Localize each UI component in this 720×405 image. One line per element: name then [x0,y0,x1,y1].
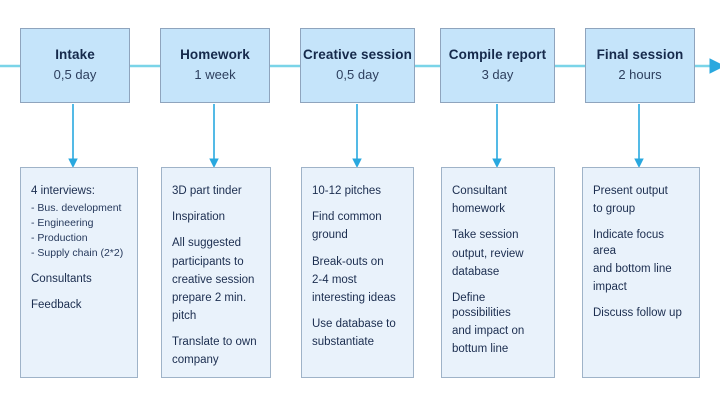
detail-line: 2-4 most [312,273,357,286]
detail-sub-line: - Bus. development [31,202,122,215]
detail-group: Present output to group [593,184,689,217]
detail-sub-line: - Supply chain (2*2) [31,246,124,259]
detail-group: Translate to own company [172,335,260,368]
detail-line: Consultants [31,272,92,285]
phase-duration: 3 day [481,66,514,82]
detail-line: pitch [172,310,197,323]
detail-line: 4 interviews: [31,185,95,197]
detail-line: Consultant [452,185,507,197]
detail-line: output, review [452,247,524,260]
detail-line: Present output [593,185,668,197]
detail-line: and bottom line [593,262,672,275]
detail-group: Find common ground [312,210,403,243]
detail-line: prepare 2 min. [172,291,247,304]
phase-box-4[interactable]: Compile report 3 day [440,28,555,103]
detail-line: ground [312,229,348,242]
detail-line: database [452,265,500,278]
detail-group: Inspiration [172,210,260,225]
phase-box-5[interactable]: Final session 2 hours [585,28,695,103]
detail-line: 3D part tinder [172,185,242,197]
phase-duration: 1 week [194,66,236,82]
phase-box-2[interactable]: Homework 1 week [160,28,270,103]
detail-line: interesting ideas [312,291,396,304]
detail-group: Break-outs on 2-4 most interesting ideas [312,255,403,307]
detail-sub-line: - Engineering [31,217,94,230]
phase-title: Compile report [448,47,547,63]
phase-duration: 0,5 day [336,66,379,82]
detail-line: and impact on [452,325,525,338]
detail-group: 3D part tinder [172,184,260,199]
detail-line: Break-outs on [312,255,384,268]
detail-group: Define possibilities and impact on bottum … [452,291,544,358]
detail-group: 4 interviews: - Bus. development - Enginee… [31,184,127,261]
phase-title: Creative session [303,47,412,63]
detail-line: Define possibilities [452,291,511,320]
detail-line: Use database to [312,318,396,331]
detail-line: Feedback [31,298,82,311]
detail-line: Find common [312,211,382,224]
detail-sub-line: - Production [31,231,88,244]
phase-title: Final session [596,47,684,63]
phase-box-3[interactable]: Creative session 0,5 day [300,28,415,103]
detail-line: company [172,354,219,367]
phase-duration: 0,5 day [53,66,97,82]
detail-group: Consultants [31,272,127,287]
detail-line: 10-12 pitches [312,185,382,197]
detail-line: Indicate focus area [593,229,664,257]
detail-line: to group [593,203,636,216]
detail-group: Discuss follow up [593,306,689,321]
detail-group: All suggested participants to creative ses… [172,236,260,324]
detail-line: Translate to own [172,336,257,349]
detail-line: Take session [452,229,519,242]
detail-box-1[interactable]: 4 interviews: - Bus. development - Enginee… [20,167,138,378]
detail-line: bottum line [452,343,509,356]
detail-group: Take session output, review database [452,228,544,280]
detail-line: Discuss follow up [593,307,682,320]
detail-group: Consultant homework [452,184,544,217]
detail-line: homework [452,203,506,216]
phase-box-1[interactable]: Intake 0,5 day [20,28,130,103]
phase-duration: 2 hours [618,66,662,82]
phase-title: Homework [180,47,250,63]
detail-group: 10-12 pitches [312,184,403,199]
detail-group: Use database to substantiate [312,317,403,350]
detail-line: Inspiration [172,211,226,224]
detail-group: Indicate focus area and bottom line impact [593,228,689,295]
detail-line: All suggested [172,237,242,250]
detail-line: impact [593,280,627,293]
detail-line: creative session [172,273,255,286]
detail-line: participants to [172,255,244,268]
detail-line: substantiate [312,336,375,349]
detail-group: Feedback [31,298,127,313]
phase-title: Intake [55,47,95,63]
